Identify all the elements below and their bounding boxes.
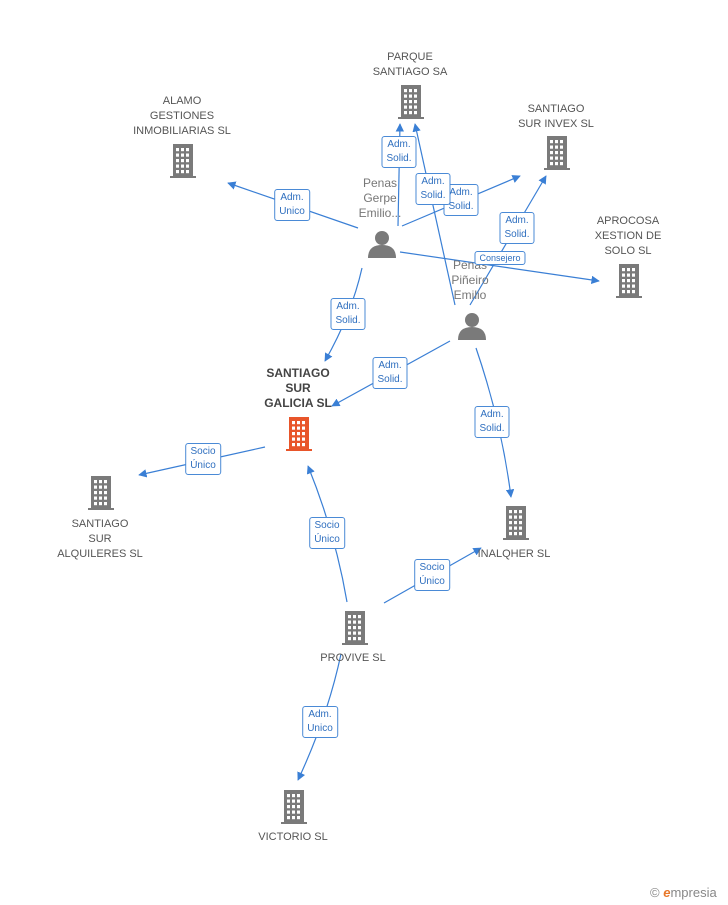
edge-label-e1[interactable]: Adm. Unico [274, 189, 310, 221]
company-label-alamo[interactable]: ALAMO GESTIONES INMOBILIARIAS SL [133, 95, 231, 137]
person-icon[interactable] [458, 313, 486, 340]
building-icon[interactable] [286, 417, 312, 451]
edge-label-e10[interactable]: Socio Único [185, 443, 221, 475]
company-label-provive[interactable]: PROVIVE SL [320, 652, 386, 664]
person-label-p1[interactable]: Penas Gerpe Emilio... [358, 176, 402, 220]
edge-label-e11[interactable]: Socio Único [309, 517, 345, 549]
company-label-sur_invex[interactable]: SANTIAGO SUR INVEX SL [518, 103, 594, 130]
person-icon[interactable] [368, 231, 396, 258]
edge-label-e12[interactable]: Socio Único [414, 559, 450, 591]
building-icon[interactable] [616, 264, 642, 298]
building-icon[interactable] [503, 506, 529, 540]
building-icon[interactable] [342, 611, 368, 645]
company-label-parque[interactable]: PARQUE SANTIAGO SA [372, 51, 448, 78]
building-icon[interactable] [281, 790, 307, 824]
edge-line [412, 123, 456, 306]
edge-label-e8[interactable]: Adm. Solid. [372, 357, 408, 389]
edge-label-e9[interactable]: Adm. Solid. [474, 406, 510, 438]
building-icon[interactable] [398, 85, 424, 119]
edge-line [399, 251, 600, 285]
empresia-logo: © empresia [650, 885, 717, 900]
company-label-alquileres[interactable]: SANTIAGO SUR ALQUILERES SL [57, 518, 143, 560]
building-icon[interactable] [170, 144, 196, 178]
edge-label-e7[interactable]: Consejero [474, 251, 526, 265]
edge-label-e4[interactable]: Adm. Solid. [415, 173, 451, 205]
edge-label-e5[interactable]: Adm. Solid. [499, 212, 535, 244]
building-icon[interactable] [544, 136, 570, 170]
company-label-aprocosa[interactable]: APROCOSA XESTION DE SOLO SL [594, 215, 662, 257]
edge-label-e13[interactable]: Adm. Unico [302, 706, 338, 738]
edge-label-e6[interactable]: Adm. Solid. [330, 298, 366, 330]
company-label-victorio[interactable]: VICTORIO SL [258, 831, 328, 843]
company-label-main[interactable]: SANTIAGO SUR GALICIA SL [264, 366, 332, 410]
company-label-inalqher[interactable]: INALQHER SL [477, 548, 551, 560]
edge-label-e2[interactable]: Adm. Solid. [381, 136, 417, 168]
building-icon[interactable] [88, 476, 114, 510]
